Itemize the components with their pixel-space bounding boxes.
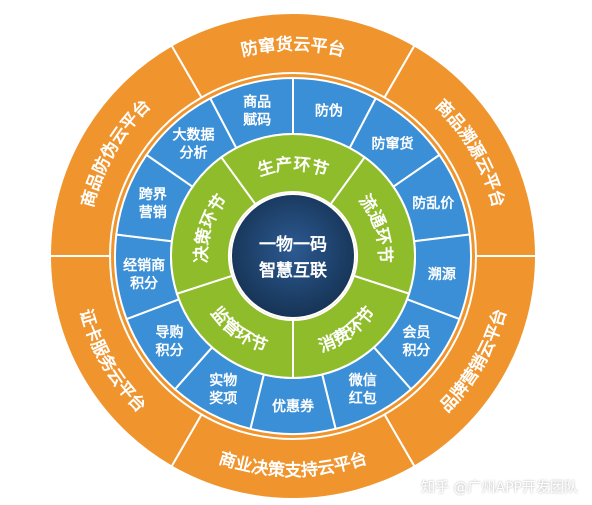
feature-label: 导购 xyxy=(156,324,184,341)
feature-label: 商品 xyxy=(243,93,271,110)
feature-ring: 防伪防窜货防乱价溯源会员积分微信红包优惠券实物奖项导购积分经销商积分跨界营销大数… xyxy=(114,76,472,435)
feature-label: 经销商 xyxy=(123,257,165,274)
center-title-line2: 智慧互联 xyxy=(259,260,327,281)
feature-label: 会员 xyxy=(402,324,430,341)
feature-label: 红包 xyxy=(349,390,377,407)
feature-label: 营销 xyxy=(139,204,167,221)
feature-label: 赋码 xyxy=(243,111,271,128)
feature-label: 奖项 xyxy=(209,390,237,407)
feature-label: 溯源 xyxy=(428,266,456,283)
watermark: 知乎 @广州APP开发团队 xyxy=(421,480,578,496)
feature-label: 防窜货 xyxy=(371,136,413,153)
feature-label: 积分 xyxy=(130,275,158,292)
feature-label: 积分 xyxy=(402,342,430,359)
feature-label: 微信 xyxy=(348,372,377,389)
feature-label: 实物 xyxy=(209,372,237,389)
feature-label: 防乱价 xyxy=(412,195,455,212)
feature-label: 优惠券 xyxy=(272,398,315,415)
feature-label: 分析 xyxy=(180,145,208,162)
feature-label: 积分 xyxy=(156,342,184,359)
center-hub: 一物一码 智慧互联 xyxy=(230,193,356,319)
feature-label: 防伪 xyxy=(315,102,343,119)
feature-label: 跨界 xyxy=(139,187,168,203)
center-title-line1: 一物一码 xyxy=(259,234,327,255)
center-circle xyxy=(230,193,356,319)
stage-segment xyxy=(170,155,257,295)
platform-segment xyxy=(48,44,203,257)
feature-label: 大数据 xyxy=(173,127,215,144)
